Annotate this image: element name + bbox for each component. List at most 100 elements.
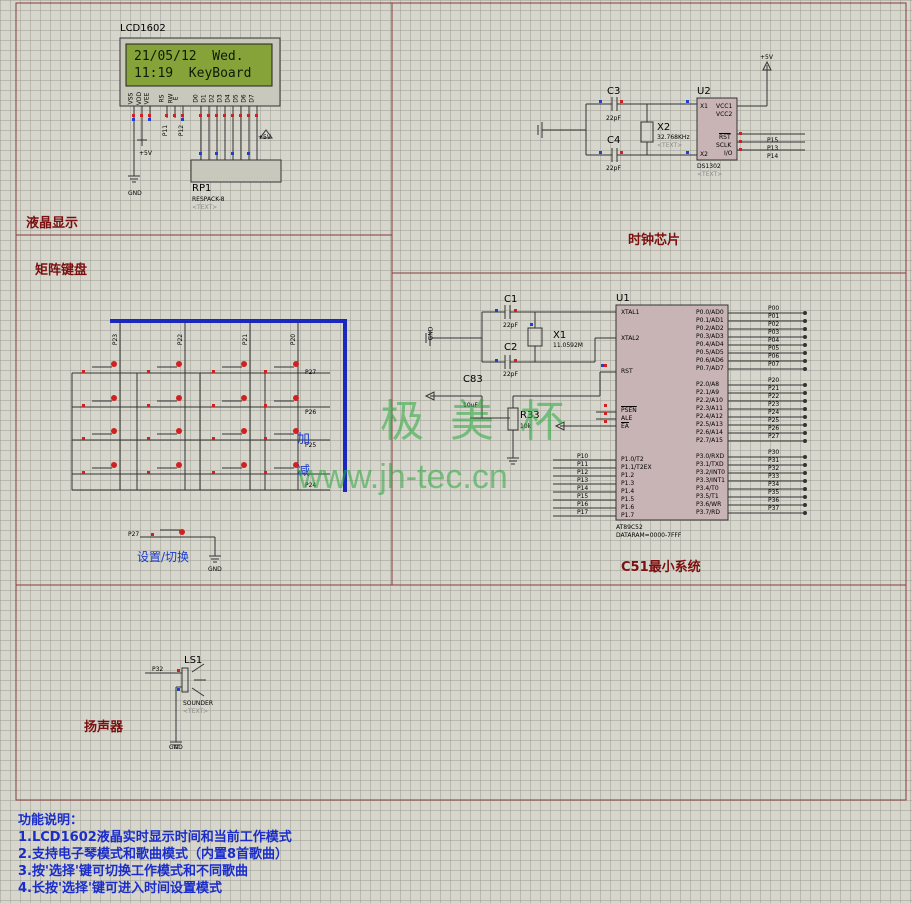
lcd-pin-d5: D5 [232, 94, 240, 103]
keypad-col-p22: P22 [177, 333, 185, 346]
mcu-net-p25: P25 [768, 417, 780, 424]
at89c52-circuit [424, 304, 807, 521]
lcd-pin-vss: VSS [127, 92, 135, 105]
mcu-net-p32: P32 [768, 465, 780, 472]
keypad-switch [82, 361, 122, 374]
rp1-text-tag: <TEXT> [192, 204, 218, 211]
mcu-net-p20: P20 [768, 377, 780, 384]
keypad-switch [82, 428, 122, 441]
mcu-net-p14: P14 [577, 485, 589, 492]
keypad-switch [147, 462, 187, 475]
keypad-switch [212, 395, 252, 408]
mcu-pin-p0-5: P0.5/AD5 [696, 349, 724, 356]
cap-c1-ref: C1 [504, 294, 518, 305]
ds1302-circuit [537, 60, 805, 162]
lcd-pin-d4: D4 [224, 94, 232, 103]
rtc-ref: U2 [697, 86, 711, 97]
mcu-pin-p1-5: P1.5 [621, 496, 635, 503]
lcd-net-p11: P11 [162, 124, 170, 137]
lcd-pin-vdd: VDD [136, 91, 144, 106]
rp1-ref: RP1 [192, 183, 212, 194]
keypad-switch [212, 428, 252, 441]
keypad-switch [147, 395, 187, 408]
mcu-pin-p0-1: P0.1/AD1 [696, 317, 724, 324]
mcu-pin-p0-4: P0.4/AD4 [696, 341, 724, 348]
keypad-row-p25: P25 [305, 442, 317, 449]
mcu-ref: U1 [616, 293, 630, 304]
mcu-net-p02: P02 [768, 321, 780, 328]
rtc-part: DS1302 [697, 163, 721, 170]
mcu-pin-rst: RST [621, 368, 633, 375]
set-switch-gnd: GND [208, 566, 222, 573]
keypad-row-p26: P26 [305, 409, 317, 416]
mcu-net-p23: P23 [768, 401, 780, 408]
mcu-net-p33: P33 [768, 473, 780, 480]
set-switch-label: 设置/切换 [137, 550, 190, 564]
notes-item-3: 3.按'选择'键可切换工作模式和不同歌曲 [18, 864, 248, 879]
rtc-net-p14: P14 [767, 153, 779, 160]
cap-c2-value: 22pF [503, 371, 518, 378]
mcu-pin-p2-2: P2.2/A10 [696, 397, 723, 404]
res-r33-value: 10k [520, 423, 532, 430]
mcu-net-p16: P16 [577, 501, 589, 508]
keypad-switch [82, 395, 122, 408]
rtc-pin-x1: X1 [700, 103, 708, 110]
keypad-switch [264, 395, 304, 408]
mcu-pin-p2-1: P2.1/A9 [696, 389, 720, 396]
mcu-net-p34: P34 [768, 481, 780, 488]
lcd-line-1: 21/05/12 Wed. [134, 49, 244, 64]
rtc-vcc-label: +5V [760, 54, 773, 61]
mcu-pin-p3-0: P3.0/RXD [696, 453, 725, 460]
mcu-pin-p2-0: P2.0/A8 [696, 381, 720, 388]
mcu-net-p30: P30 [768, 449, 780, 456]
lcd-pin-d7: D7 [248, 94, 256, 103]
mcu-pin-p0-0: P0.0/AD0 [696, 309, 724, 316]
mcu-net-p12: P12 [577, 469, 589, 476]
keypad-col-p21: P21 [242, 333, 250, 346]
mcu-net-p15: P15 [577, 493, 589, 500]
crystal-x1-value: 11.0592M [553, 342, 583, 349]
speaker-text-tag: <TEXT> [183, 708, 209, 715]
lcd-pin-e: E [172, 96, 180, 101]
mcu-pin-p1-6: P1.6 [621, 504, 635, 511]
notes-item-2: 2.支持电子琴模式和歌曲模式（内置8首歌曲） [18, 847, 289, 862]
mcu-pin-p2-6: P2.6/A14 [696, 429, 723, 436]
keypad-switch [82, 462, 122, 475]
rp1-vcc-label: +5V [258, 134, 271, 141]
mcu-part: AT89C52 [616, 524, 643, 531]
rtc-net-p13: P13 [767, 145, 779, 152]
crystal-x2-text-tag: <TEXT> [657, 142, 683, 149]
rtc-pin-io: I/O [724, 150, 733, 157]
mcu-net-p05: P05 [768, 345, 780, 352]
mcu-net-p26: P26 [768, 425, 780, 432]
mcu-net-p24: P24 [768, 409, 780, 416]
mcu-pin-p2-5: P2.5/A13 [696, 421, 723, 428]
section-title-clock: 时钟芯片 [628, 233, 681, 248]
mcu-pin-p1-0: P1.0/T2 [621, 456, 644, 463]
mcu-net-p22: P22 [768, 393, 780, 400]
watermark-url: www.jh-tec.cn [298, 458, 508, 496]
mcu-pin-p2-7: P2.7/A15 [696, 437, 723, 444]
mcu-pin-p1-3: P1.3 [621, 480, 635, 487]
section-title-lcd: 液晶显示 [26, 216, 79, 231]
rp1-value: RESPACK-8 [192, 196, 225, 203]
mcu-pin-p0-3: P0.3/AD3 [696, 333, 724, 340]
mcu-pin-psen: PSEN [621, 407, 637, 414]
mcu-net-p13: P13 [577, 477, 589, 484]
lcd-pin-d1: D1 [200, 94, 208, 103]
speaker-ref: LS1 [184, 655, 203, 666]
cap-c1-value: 22pF [503, 322, 518, 329]
cap-c3-ref: C3 [607, 86, 621, 97]
keypad-col-p23: P23 [112, 333, 120, 346]
function-notes: 功能说明： 1.LCD1602液晶实时显示时间和当前工作模式 2.支持电子琴模式… [18, 812, 292, 897]
rtc-net-p15: P15 [767, 137, 779, 144]
mcu-pin-p1-7: P1.7 [621, 512, 635, 519]
keypad-switch [264, 428, 304, 441]
watermark-cn: 极 美 杯 [380, 396, 570, 447]
speaker-circuit [145, 663, 206, 749]
keypad-switch [147, 428, 187, 441]
keypad-switch [212, 462, 252, 475]
mcu-pin-p3-5: P3.5/T1 [696, 493, 719, 500]
section-title-keypad: 矩阵键盘 [35, 263, 88, 278]
mcu-pin-xtal1: XTAL1 [621, 309, 640, 316]
